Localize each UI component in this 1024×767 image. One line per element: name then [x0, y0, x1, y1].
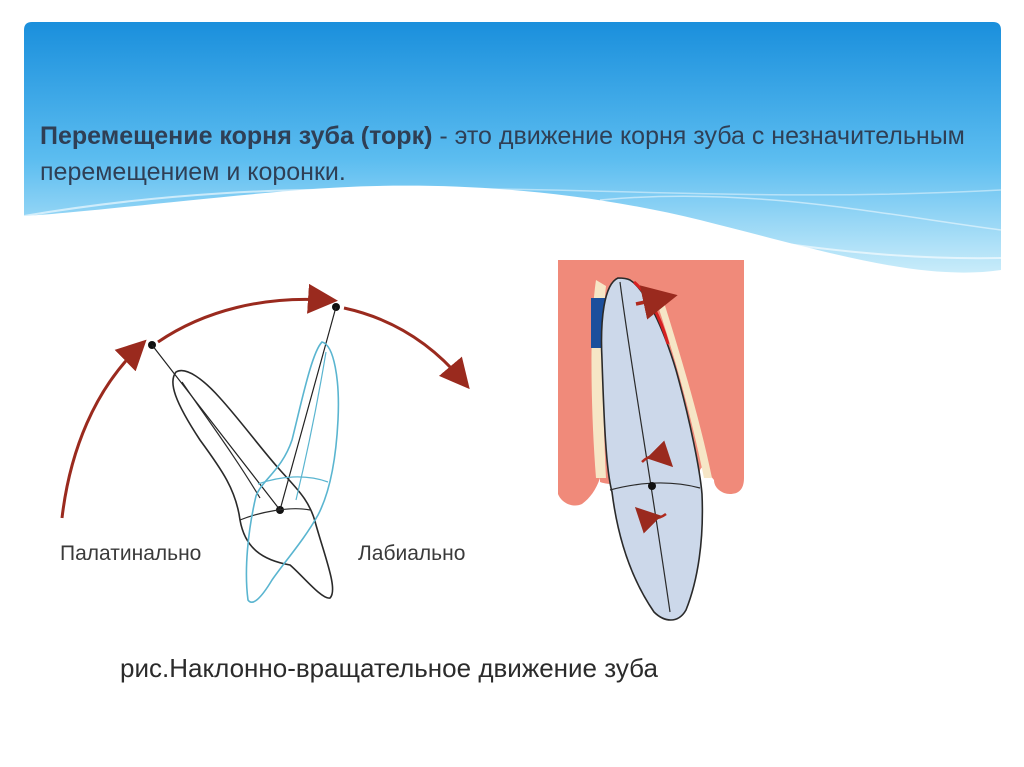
header-wave-line: [23, 188, 1002, 260]
header-wave-line: [599, 195, 1002, 231]
title-definition: - это движение корня зуба с незначительн…: [40, 122, 965, 186]
tooth-long-axis: [619, 281, 671, 613]
arrow-rotation-upper: [641, 440, 674, 468]
figure-caption: рис.Наклонно-вращательное движение зуба: [120, 653, 658, 683]
header-banner: [23, 22, 1002, 273]
arrow-root-labial: [635, 285, 678, 320]
header-background: [24, 22, 1001, 273]
label-palatal: Палатинально: [60, 542, 202, 565]
arc-arrow-right: [343, 306, 470, 390]
tooth-tilted: [172, 369, 334, 599]
periodontal-space-right: [656, 296, 712, 478]
tooth-tilted-canal: [181, 381, 261, 499]
slide-title: Перемещение корня зуба (торк) - это движ…: [40, 118, 980, 190]
rotation-center-right: [648, 482, 656, 490]
label-labial: Лабиально: [358, 542, 466, 565]
title-term: Перемещение корня зуба (торк): [40, 122, 433, 150]
tooth-upright-cej: [257, 476, 329, 485]
tooth-upright-canal: [295, 351, 327, 501]
tooth-upright: [245, 341, 340, 603]
arc-arrow-top: [157, 283, 338, 344]
tooth-tilted-cej: [239, 508, 311, 521]
header-wave-line: [299, 188, 1002, 197]
arc-arrow-left: [60, 339, 147, 519]
tooth-cej-line: [609, 482, 701, 491]
tipping-diagram: [60, 283, 470, 603]
torque-diagram: [558, 260, 744, 621]
axis-line-b: [279, 306, 337, 511]
arrow-rotation-lower: [634, 506, 667, 534]
axis-line-a: [151, 344, 281, 511]
